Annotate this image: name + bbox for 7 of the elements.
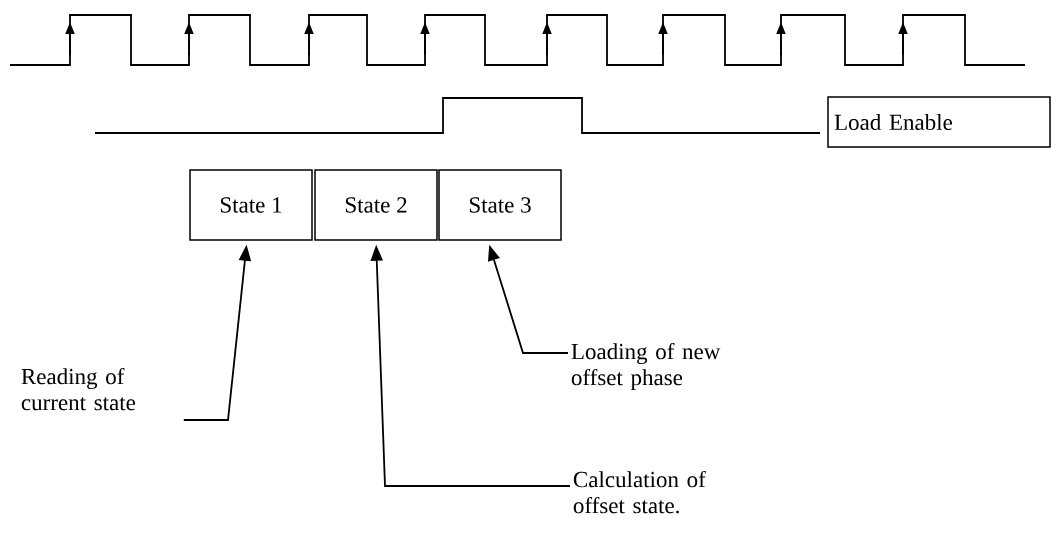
state-box: State 2 xyxy=(314,169,438,241)
state-box: State 3 xyxy=(438,169,562,241)
label-box: Load Enable xyxy=(827,96,1051,148)
annotation-text: Reading of current state xyxy=(21,367,136,411)
state-box: State 1 xyxy=(189,169,313,241)
annotation-text: Loading of new offset phase xyxy=(571,342,721,390)
annotation-text: Calculation of offset state. xyxy=(573,470,706,514)
